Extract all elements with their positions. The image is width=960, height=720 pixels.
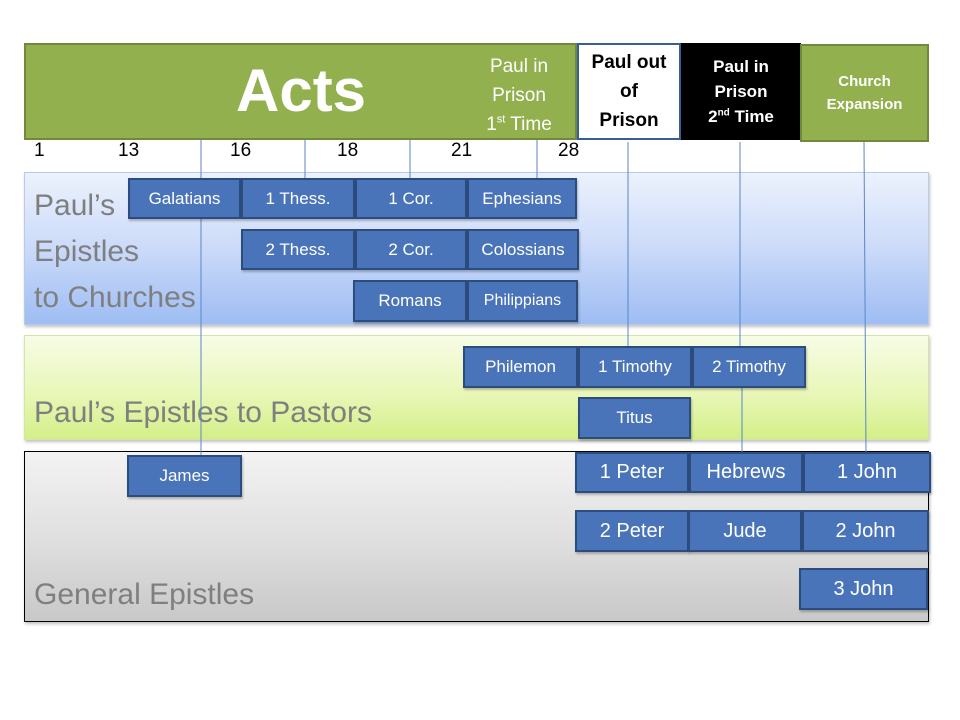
acts-title: Acts — [236, 57, 367, 124]
book-jude[interactable]: Jude — [688, 510, 802, 552]
book-philemon[interactable]: Philemon — [463, 346, 578, 388]
book-3-john[interactable]: 3 John — [799, 568, 928, 610]
book-2-john[interactable]: 2 John — [802, 510, 929, 552]
book-philippians[interactable]: Philippians — [467, 280, 578, 322]
book-2-corinthians[interactable]: 2 Cor. — [355, 229, 467, 270]
paul-out-of-prison-block: Paul out of Prison — [577, 43, 681, 140]
label-paul-epistles-churches: Paul’s Epistles to Churches — [34, 189, 196, 314]
book-romans[interactable]: Romans — [353, 280, 467, 322]
book-1-thessalonians[interactable]: 1 Thess. — [241, 178, 355, 219]
book-1-john[interactable]: 1 John — [803, 452, 931, 493]
label-general-epistles: General Epistles — [34, 578, 255, 611]
book-1-peter[interactable]: 1 Peter — [575, 452, 689, 493]
chapter-13: 13 — [118, 140, 140, 161]
chapter-18: 18 — [337, 140, 359, 161]
book-hebrews[interactable]: Hebrews — [689, 452, 803, 493]
book-ephesians[interactable]: Ephesians — [467, 178, 577, 219]
book-1-corinthians[interactable]: 1 Cor. — [355, 178, 467, 219]
book-1-timothy[interactable]: 1 Timothy — [578, 346, 692, 388]
book-2-thessalonians[interactable]: 2 Thess. — [241, 229, 355, 270]
book-james[interactable]: James — [127, 455, 242, 497]
book-2-timothy[interactable]: 2 Timothy — [692, 346, 806, 388]
chapter-28: 28 — [558, 140, 580, 161]
book-titus[interactable]: Titus — [578, 397, 691, 439]
chapter-16: 16 — [230, 140, 252, 161]
chapter-1: 1 — [34, 140, 45, 161]
book-colossians[interactable]: Colossians — [467, 229, 579, 270]
church-expansion-block: Church Expansion — [800, 44, 929, 142]
acts-block — [24, 43, 577, 140]
book-2-peter[interactable]: 2 Peter — [575, 510, 689, 552]
chapter-21: 21 — [451, 140, 473, 161]
book-galatians[interactable]: Galatians — [128, 178, 241, 219]
label-paul-epistles-pastors: Paul’s Epistles to Pastors — [34, 396, 372, 429]
acts-prison-first-time: Paul in Prison 1st Time — [486, 56, 552, 135]
